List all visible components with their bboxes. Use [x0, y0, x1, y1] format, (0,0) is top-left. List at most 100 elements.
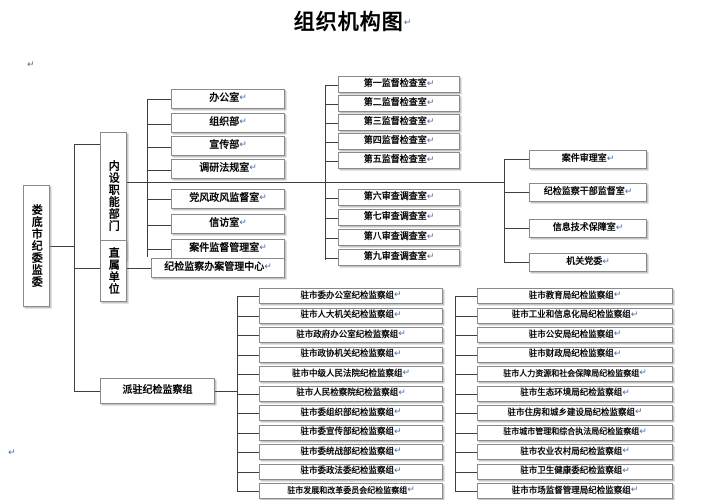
connector-stationed-left-11: [237, 491, 259, 492]
node-stationed-group-right-6[interactable]: 驻市生态环境局纪检监察组↵: [477, 385, 673, 402]
node-right-office-2[interactable]: 纪检监察干部监督室↵: [529, 183, 647, 202]
connector-stationed-right-8: [455, 432, 477, 434]
node-direct-unit-1-label: 纪检监察办案管理中心: [164, 261, 265, 273]
connector-stationed-left-9: [237, 452, 259, 453]
connector-middle-4: [325, 142, 338, 143]
node-stationed-group-right-3[interactable]: 驻市公安局纪检监察组↵: [477, 327, 673, 343]
node-right-office-4[interactable]: 机关党委↵: [529, 253, 647, 272]
node-supervision-office-7[interactable]: 第七审查调查室↵: [338, 209, 460, 226]
node-stationed-group-left-4[interactable]: 驻市政协机关纪检监察组↵: [259, 346, 443, 363]
connector-internal-spine-upper: [147, 99, 148, 182]
node-supervision-office-2[interactable]: 第二监督检查室↵: [338, 95, 460, 112]
node-stationed-group-right-7[interactable]: 驻市住房和城乡建设局纪检监察组↵: [477, 405, 673, 421]
node-stationed-group-left-3[interactable]: 驻市政府办公室纪检监察组↵: [259, 327, 443, 343]
node-stationed-group-left-9[interactable]: 驻市委统战部纪检监察组↵: [259, 444, 443, 460]
node-supervision-office-7-label: 第七审查调查室: [363, 211, 427, 222]
connector-middle-8: [325, 238, 338, 239]
node-stationed-group-left-8[interactable]: 驻市委宣传部纪检监察组↵: [259, 424, 443, 441]
node-internal-department-4[interactable]: 调研法规室↵: [171, 159, 285, 179]
node-stationed-group-left-1-label: 驻市委办公室纪检监察组: [300, 290, 394, 301]
pilcrow-mark-title: ↵: [403, 18, 413, 28]
pilcrow-mark: ↵: [426, 231, 435, 242]
node-supervision-office-5[interactable]: 第五监督检查室↵: [338, 152, 460, 169]
pilcrow-mark: ↵: [426, 116, 435, 127]
node-stationed-group-left-4-label: 驻市政协机关纪检监察组: [300, 349, 394, 360]
node-stationed-group-right-4[interactable]: 驻市财政局纪检监察组↵: [477, 346, 673, 363]
node-internal-department-3[interactable]: 宣传部↵: [171, 136, 285, 156]
node-stationed-group-left-8-label: 驻市委宣传部纪检监察组: [300, 427, 394, 438]
pilcrow-mark: ↵: [426, 211, 435, 222]
node-direct-units[interactable]: 直属单位: [100, 240, 127, 302]
connector-stationed-right-4: [455, 354, 477, 356]
pilcrow-mark: ↵: [393, 290, 402, 301]
node-supervision-office-3-label: 第三监督检查室: [363, 116, 427, 127]
pilcrow-mark: ↵: [407, 485, 415, 496]
node-direct-unit-1[interactable]: 纪检监察办案管理中心↵: [151, 258, 285, 278]
node-internal-department-7[interactable]: 案件监督管理室↵: [171, 239, 285, 259]
connector-middle-6: [325, 198, 338, 199]
pilcrow-mark: ↵: [624, 186, 633, 197]
connector-internal-spine-lower: [147, 182, 148, 257]
connector-to-direct: [74, 268, 100, 269]
node-supervision-office-9[interactable]: 第九审查调查室↵: [338, 249, 460, 266]
pilcrow-mark: ↵: [393, 446, 402, 457]
node-stationed-group-left-7[interactable]: 驻市委组织部纪检监察组↵: [259, 405, 443, 421]
pilcrow-mark: ↵: [630, 485, 639, 496]
node-supervision-office-3[interactable]: 第三监督检查室↵: [338, 114, 460, 131]
node-stationed-group-right-10[interactable]: 驻市卫生健康委纪检监察组↵: [477, 463, 673, 480]
node-internal-department-7-label: 案件监督管理室: [189, 242, 260, 254]
node-supervision-office-1[interactable]: 第一监督检查室↵: [338, 76, 460, 93]
node-supervision-office-2-label: 第二监督检查室: [363, 97, 427, 108]
node-internal-departments-label: 内设职能部门: [107, 160, 121, 232]
node-stationed-group-right-5[interactable]: 驻市人力资源和社会保障局纪检监察组↵: [477, 366, 673, 382]
node-internal-department-1[interactable]: 办公室↵: [171, 89, 285, 109]
node-root[interactable]: 娄底市纪委监委: [23, 185, 50, 307]
node-stationed-group-left-5[interactable]: 驻市中级人民法院纪检监察组↵: [259, 366, 443, 382]
connector-right-2: [504, 192, 529, 193]
connector-stationed-left-8: [237, 432, 259, 434]
node-stationed-group-left-11[interactable]: 驻市发展和改革委员会纪检监察组↵: [259, 483, 443, 499]
node-stationed-group-right-11[interactable]: 驻市市场监督管理局纪检监察组↵: [477, 483, 673, 499]
node-internal-departments[interactable]: 内设职能部门: [100, 132, 127, 260]
pilcrow-mark: ↵: [630, 309, 639, 320]
node-stationed-group-left-1[interactable]: 驻市委办公室纪检监察组↵: [259, 288, 443, 304]
pilcrow-mark: ↵: [402, 368, 411, 379]
node-internal-department-6[interactable]: 信访室↵: [171, 214, 285, 234]
pilcrow-mark: ↵: [622, 465, 630, 476]
connector-middle-2: [325, 104, 338, 105]
node-stationed-group-right-2[interactable]: 驻市工业和信息化局纪检监察组↵: [477, 307, 673, 324]
node-supervision-office-4[interactable]: 第四监督检查室↵: [338, 133, 460, 150]
node-supervision-office-8[interactable]: 第八审查调查室↵: [338, 229, 460, 246]
connector-stationed-right-9: [455, 452, 477, 453]
pilcrow-mark: ↵: [239, 117, 247, 128]
node-internal-department-2[interactable]: 组织部↵: [171, 113, 285, 133]
connector-stationed-right-6: [455, 393, 477, 395]
pilcrow-mark: ↵: [249, 163, 257, 174]
pilcrow-mark: ↵: [264, 262, 272, 273]
pilcrow-mark: ↵: [398, 329, 406, 340]
node-supervision-office-4-label: 第四监督检查室: [363, 135, 427, 146]
node-stationed-group-right-4-label: 驻市财政局纪检监察组: [528, 349, 614, 360]
node-stationed-groups-label: 派驻纪检监察组: [122, 384, 193, 396]
node-supervision-office-9-label: 第九审查调查室: [363, 251, 427, 262]
pilcrow-mark: ↵: [239, 140, 247, 151]
node-stationed-group-right-1[interactable]: 驻市教育局纪检监察组↵: [477, 288, 673, 304]
node-root-label: 娄底市纪委监委: [30, 204, 44, 288]
node-supervision-office-5-label: 第五监督检查室: [363, 154, 427, 165]
pilcrow-mark: ↵: [613, 348, 622, 359]
node-stationed-group-right-8[interactable]: 驻市城市管理和综合执法局纪检监察组↵: [477, 424, 673, 441]
node-internal-department-5[interactable]: 党风政风监督室↵: [171, 189, 285, 209]
node-stationed-group-left-11-label: 驻市发展和改革委员会纪检监察组: [287, 485, 408, 495]
connector-internal-3: [147, 147, 171, 148]
node-stationed-group-right-9[interactable]: 驻市农业农村局纪检监察组↵: [477, 444, 673, 460]
node-stationed-group-left-10[interactable]: 驻市委政法委纪检监察组↵: [259, 463, 443, 480]
node-stationed-group-left-2-label: 驻市人大机关纪检监察组: [300, 310, 394, 321]
node-supervision-office-6[interactable]: 第六审查调查室↵: [338, 189, 460, 206]
node-right-office-3[interactable]: 信息技术保障室↵: [529, 219, 647, 238]
pilcrow-mark-top-left: ↵: [27, 60, 35, 70]
node-stationed-groups[interactable]: 派驻纪检监察组: [100, 378, 215, 404]
node-stationed-group-left-6[interactable]: 驻市人民检察院纪检监察组↵: [259, 385, 443, 402]
connector-stationed-left-3: [237, 335, 259, 336]
node-right-office-1[interactable]: 案件审理室↵: [529, 150, 647, 169]
node-stationed-group-left-2[interactable]: 驻市人大机关纪检监察组↵: [259, 307, 443, 324]
